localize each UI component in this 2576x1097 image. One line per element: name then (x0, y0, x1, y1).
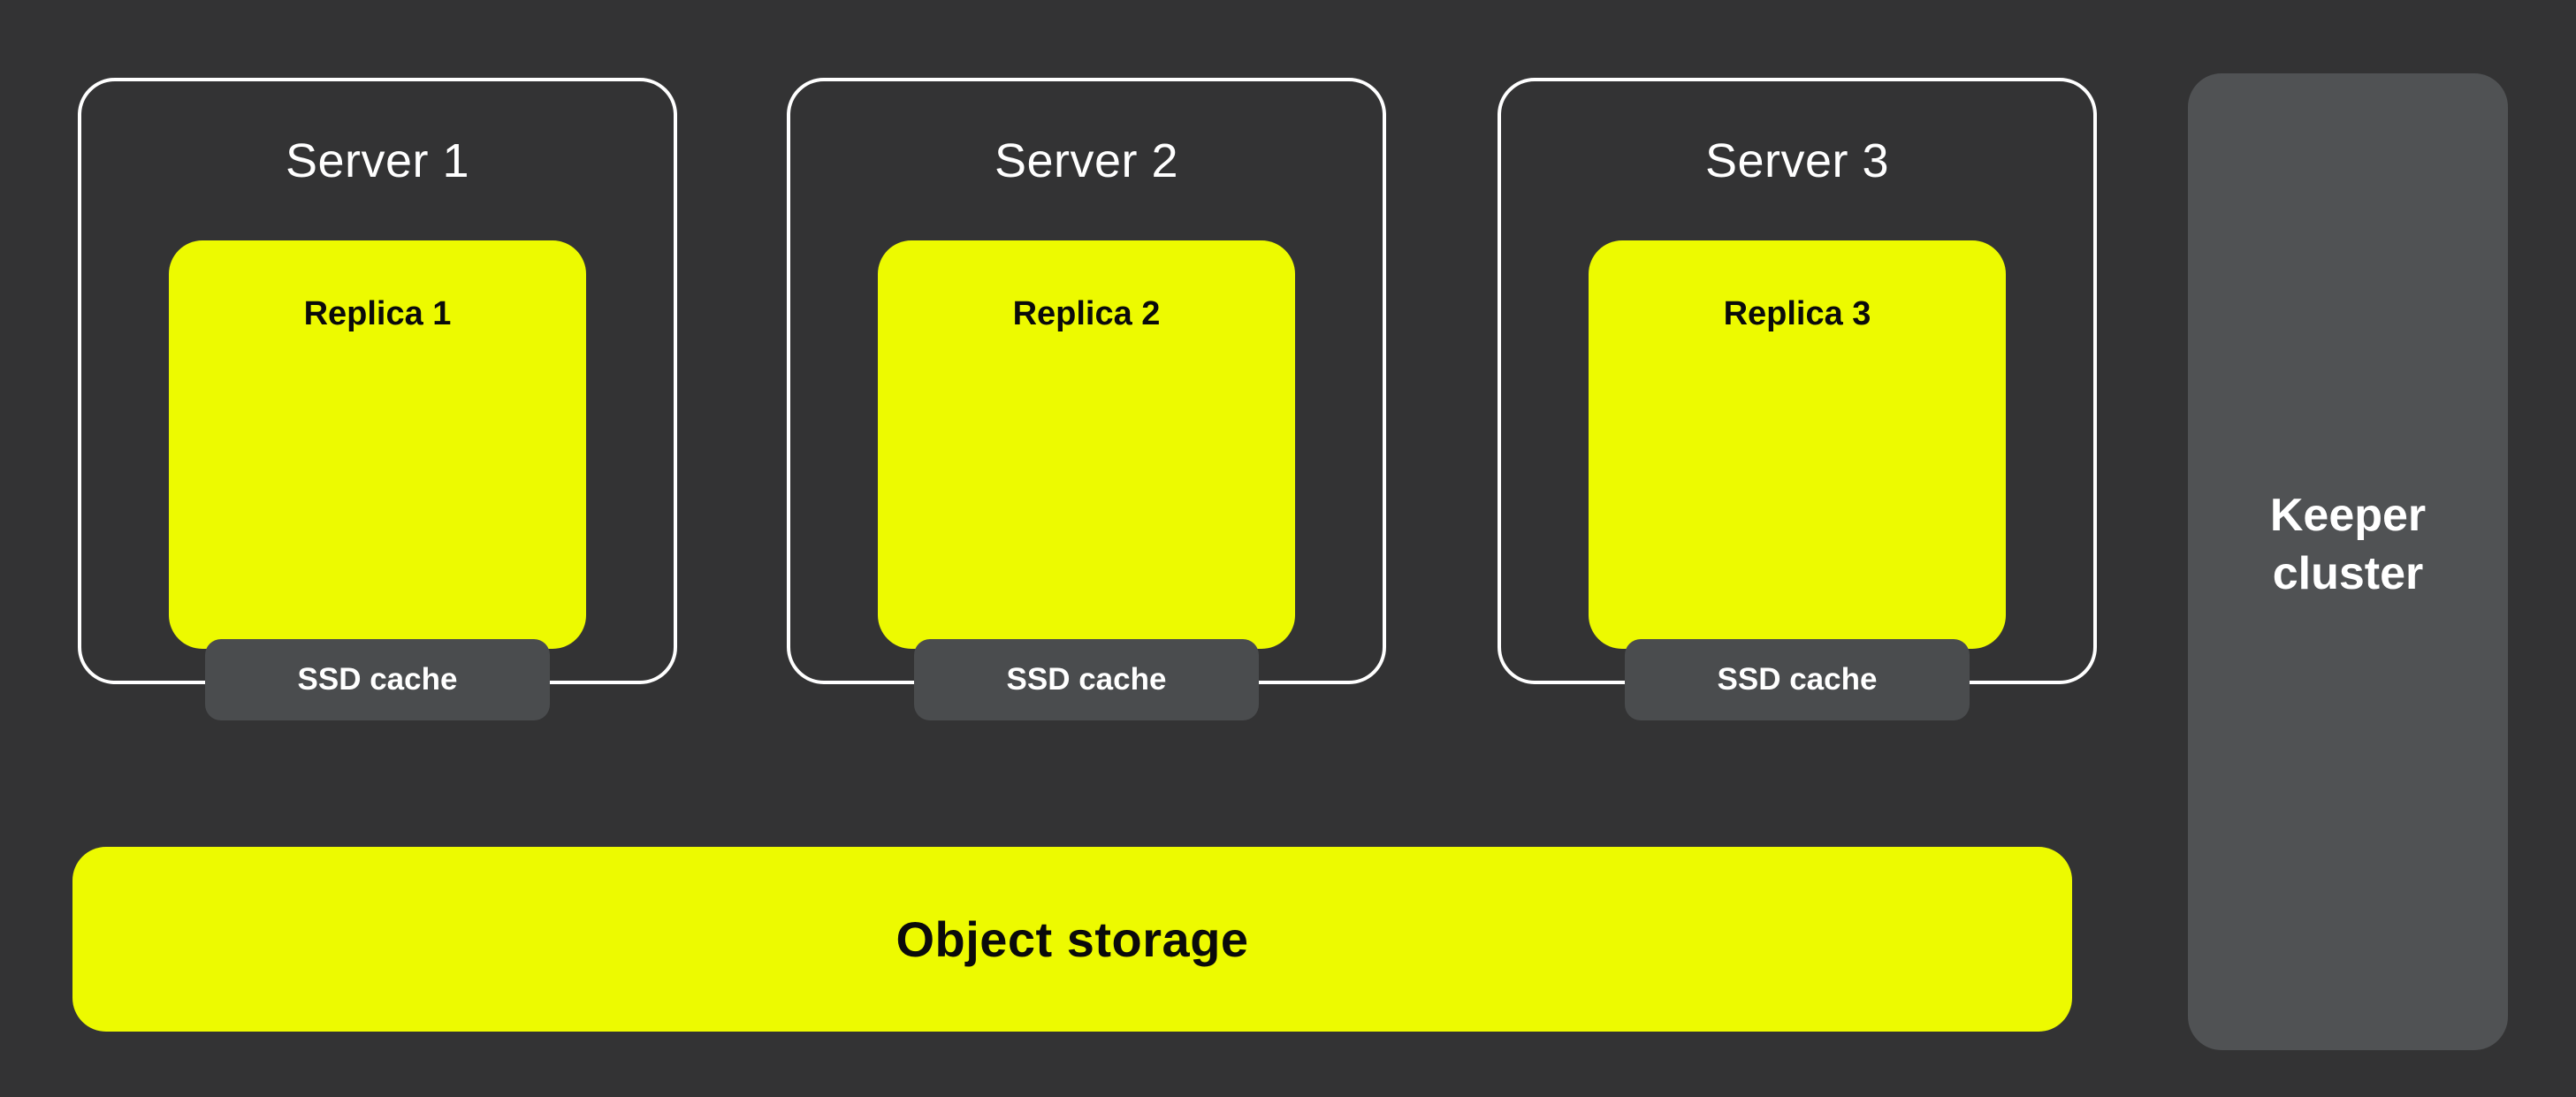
server-3-box: Server 3 Replica 3 SSD cache (1498, 78, 2097, 720)
server-1-box: Server 1 Replica 1 SSD cache (78, 78, 677, 720)
object-storage-label: Object storage (896, 911, 1249, 967)
replica-1-label: Replica 1 (303, 295, 452, 332)
replica-3-box: Replica 3 (1589, 240, 2006, 649)
server-2-box: Server 2 Replica 2 SSD cache (787, 78, 1386, 720)
keeper-cluster-label: Keeper cluster (2269, 489, 2427, 599)
replica-2-box: Replica 2 (878, 240, 1295, 649)
replica-1-box: Replica 1 (169, 240, 586, 649)
server-3-ssd-cache-label: SSD cache (1717, 662, 1878, 697)
server-2-ssd-cache-pill: SSD cache (914, 639, 1259, 720)
replica-3-label: Replica 3 (1723, 295, 1871, 332)
server-1-ssd-cache-pill: SSD cache (205, 639, 550, 720)
object-storage-bar: Object storage (72, 847, 2072, 1032)
keeper-cluster-box: Keeper cluster (2188, 73, 2508, 1050)
server-1-title: Server 1 (285, 134, 470, 187)
server-3-ssd-cache-pill: SSD cache (1625, 639, 1970, 720)
server-3-title: Server 3 (1704, 134, 1890, 187)
server-1-ssd-cache-label: SSD cache (297, 662, 458, 697)
replica-2-label: Replica 2 (1012, 295, 1161, 332)
server-2-title: Server 2 (994, 134, 1179, 187)
server-2-ssd-cache-label: SSD cache (1006, 662, 1167, 697)
